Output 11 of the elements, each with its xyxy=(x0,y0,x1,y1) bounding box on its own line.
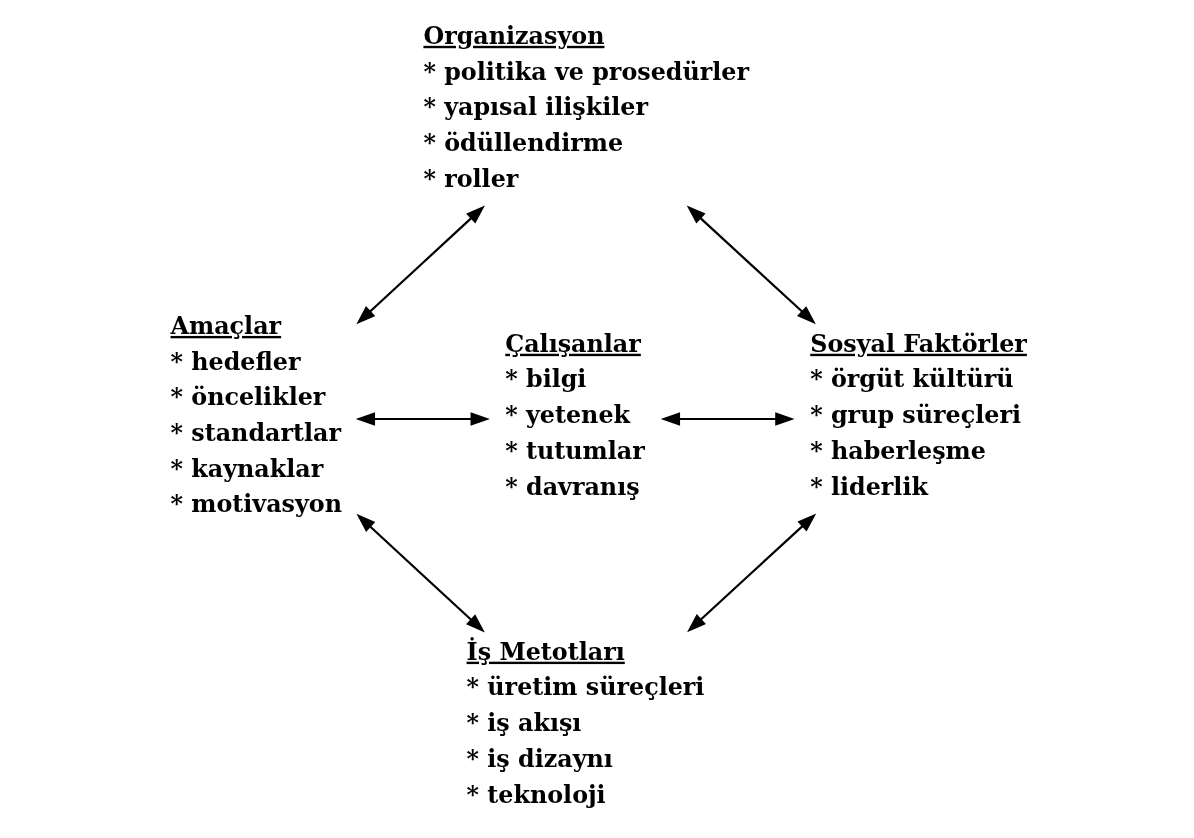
arrow xyxy=(686,205,816,325)
arrow xyxy=(355,513,485,633)
arrow xyxy=(660,412,795,426)
node-text: Amaçlar * hedefler * öncelikler * standartlar * kaynaklar * motivasyon xyxy=(170,311,342,519)
arrow xyxy=(686,513,816,633)
node-text: Organizasyon * politika ve prosedürler * yapısal ilişkiler * ödüllendirme * roller xyxy=(422,21,749,193)
node-text: Çalışanlar * bilgi * yetenek * tutumlar * davranış xyxy=(504,329,645,501)
node-text: Sosyal Faktörler * örgüt kültürü * grup süreçleri * haberleşme * liderlik xyxy=(809,329,1027,501)
arrow xyxy=(355,205,485,325)
node-text: İş Metotları * üretim süreçleri * iş akışı * iş dizaynı * teknoloji xyxy=(466,637,704,809)
arrow xyxy=(355,412,490,426)
